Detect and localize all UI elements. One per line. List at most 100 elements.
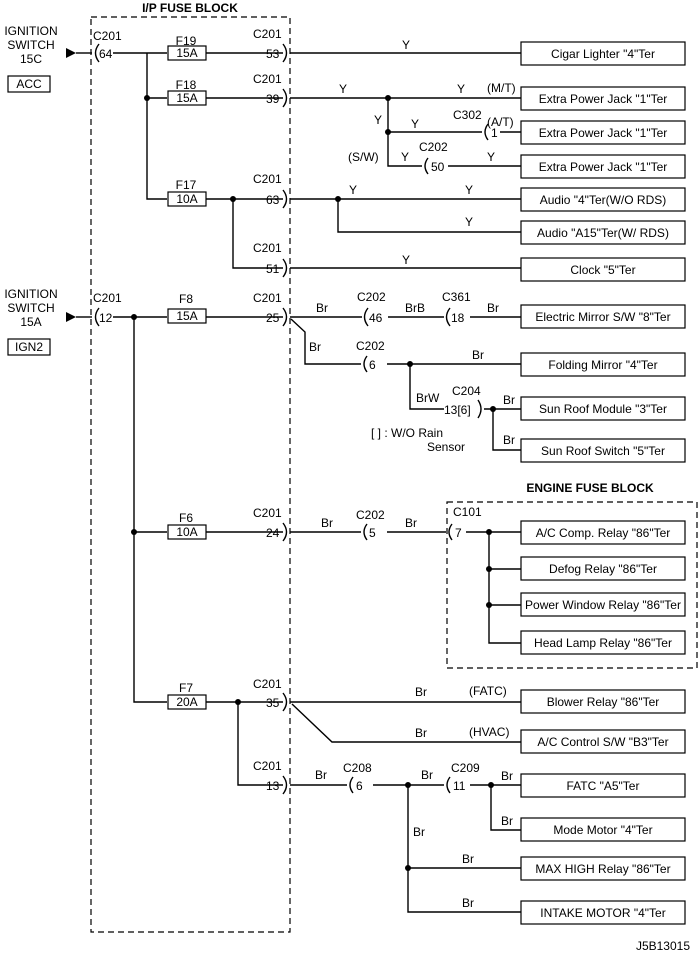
ign2-tag: IGN2 [15,340,43,354]
svg-text:Audio "A15"Ter(W/ RDS): Audio "A15"Ter(W/ RDS) [537,226,669,240]
svg-text:FATC "A5"Ter: FATC "A5"Ter [567,779,640,793]
svg-text:Br: Br [462,896,474,910]
connector-c201-25: C201 25 [253,291,288,327]
svg-text:Y: Y [465,215,473,229]
svg-text:A/C Control S/W "B3"Ter: A/C Control S/W "B3"Ter [537,735,668,749]
svg-text:Extra Power Jack "1"Ter: Extra Power Jack "1"Ter [539,160,668,174]
connector-c201-53: C201 53 [253,27,288,63]
connector-c201-35: C201 35 [253,677,288,712]
load-mode-motor [520,817,686,842]
acc-bus [113,52,167,200]
svg-text:Extra Power Jack "1"Ter: Extra Power Jack "1"Ter [539,92,668,106]
svg-text:Br: Br [472,348,484,362]
svg-text:5: 5 [369,526,376,540]
fuse-f17: F17 10A [167,178,207,207]
svg-text:15A: 15A [176,309,197,323]
svg-text:Sun Roof Module "3"Ter: Sun Roof Module "3"Ter [539,402,667,416]
svg-text:C201: C201 [253,759,282,773]
svg-text:63: 63 [266,193,280,207]
connector-c201-24: C201 24 [253,506,288,542]
svg-text:Br: Br [501,769,513,783]
load-extra-power-jack-sw [520,154,686,179]
svg-text:13: 13 [266,779,280,793]
svg-text:Br: Br [462,852,474,866]
svg-text:Br: Br [315,768,327,782]
connector-c201-63: C201 63 [253,172,288,209]
svg-text:Br: Br [316,301,328,315]
connector-c204-13: C204 13[6] [444,384,482,419]
svg-text:Y: Y [401,150,409,164]
fuse-f18: F18 15A [167,78,207,106]
svg-text:Br: Br [415,726,427,740]
svg-text:Br: Br [503,433,515,447]
svg-text:Audio "4"Ter(W/O RDS): Audio "4"Ter(W/O RDS) [540,193,667,207]
load-audio-wo-rds [520,187,686,212]
load-intake-motor [520,900,686,925]
load-electric-mirror-sw [520,304,686,329]
connector-c208-6: C208 6 [343,761,372,794]
ignition-switch-ign2: IGNITION SWITCH 15A IGN2 [4,287,76,356]
load-max-high-relay [520,856,686,881]
load-power-window-relay [520,592,686,617]
ignition-switch-acc: IGNITION SWITCH 15C ACC [4,24,76,93]
connector-c361-18: C361 18 [442,290,471,327]
svg-text:C201: C201 [253,72,282,86]
svg-text:15A: 15A [176,46,197,60]
svg-text:24: 24 [266,526,280,540]
svg-text:Mode Motor "4"Ter: Mode Motor "4"Ter [553,823,652,837]
svg-text:C204: C204 [452,384,481,398]
svg-text:7: 7 [455,526,462,540]
svg-text:C208: C208 [343,761,372,775]
svg-text:Y: Y [349,183,357,197]
fuse-f6: F6 10A [167,511,207,540]
variant-sw: (S/W) [348,150,379,164]
svg-text:Y: Y [411,117,419,131]
svg-text:Br: Br [413,825,425,839]
load-audio-w-rds [520,220,686,245]
connector-c201-13: C201 13 [253,759,288,795]
svg-text:MAX HIGH Relay "86"Ter: MAX HIGH Relay "86"Ter [535,862,670,876]
connector-c201-64: C201 64 [76,29,122,63]
svg-text:BrB: BrB [405,301,425,315]
svg-text:C209: C209 [451,761,480,775]
svg-text:39: 39 [266,92,280,106]
connector-c201-12: C201 12 [76,291,122,327]
rain-sensor-note: [ ] : W/O Rain [371,426,443,440]
svg-text:C202: C202 [419,140,448,154]
svg-text:Br: Br [321,516,333,530]
acc-arrow-icon [66,48,76,58]
svg-text:6: 6 [369,358,376,372]
svg-text:51: 51 [266,262,280,276]
fuse-f19: F19 15A [167,34,207,61]
svg-text:Br: Br [415,685,427,699]
svg-text:10A: 10A [176,525,197,539]
svg-text:F18: F18 [176,78,197,92]
connector-c302-1: C302 1 [453,108,498,141]
svg-text:11: 11 [453,779,466,793]
ign2-arrow-icon [66,312,76,322]
connector-c202-5: C202 5 [356,508,385,541]
wire-color-label: Y [402,38,410,52]
svg-text:C202: C202 [356,339,385,353]
svg-text:Power Window Relay "86"Ter: Power Window Relay "86"Ter [525,598,681,612]
svg-text:Defog Relay "86"Ter: Defog Relay "86"Ter [549,562,657,576]
ip-fuse-block-outline [90,16,291,933]
svg-text:Y: Y [339,82,347,96]
svg-text:F7: F7 [179,681,193,695]
load-head-lamp-relay [520,630,686,655]
svg-text:50: 50 [431,160,445,174]
svg-text:13[6]: 13[6] [444,403,471,417]
svg-text:BrW: BrW [416,391,440,405]
svg-text:Cigar Lighter "4"Ter: Cigar Lighter "4"Ter [551,47,655,61]
figure-id: J5B13015 [636,939,690,953]
svg-text:IGNITION: IGNITION [4,24,57,38]
svg-text:15A: 15A [20,315,41,329]
svg-text:C201: C201 [253,677,282,691]
svg-text:C202: C202 [357,290,386,304]
svg-text:6: 6 [356,779,363,793]
svg-text:12: 12 [99,311,113,325]
load-sun-roof-module [520,396,686,421]
load-folding-mirror [520,352,686,377]
svg-text:35: 35 [266,696,280,710]
load-blower-relay [520,689,686,714]
